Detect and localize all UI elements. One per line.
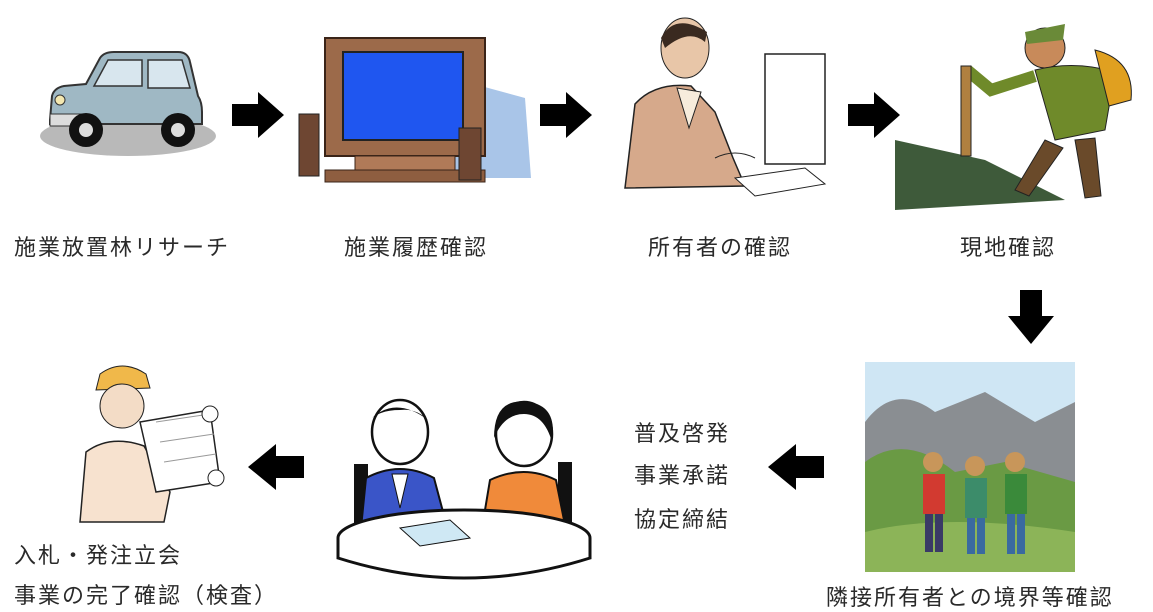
step-label-owner: 所有者の確認 [648, 236, 793, 261]
arrow-down [1008, 290, 1054, 344]
hiker-illustration [895, 10, 1145, 210]
computer-illustration [295, 28, 535, 188]
agreement-line-1: 普及啓発 [634, 422, 731, 447]
arrow-right-2 [540, 92, 592, 138]
meeting-illustration [330, 398, 600, 594]
arrow-left-2 [248, 444, 304, 490]
car-icon [40, 51, 216, 156]
arrow-left-1 [768, 444, 824, 490]
meeting-icon [336, 398, 592, 580]
arrow-right-3 [848, 92, 900, 138]
computer-icon [298, 37, 531, 183]
step-label-site: 現地確認 [960, 236, 1057, 261]
car-illustration [38, 38, 218, 158]
agreement-line-3: 協定締結 [634, 508, 731, 533]
step-label-research: 施業放置林リサーチ [14, 236, 231, 261]
office-worker-illustration [615, 8, 835, 198]
step-label-history: 施業履歴確認 [344, 236, 489, 261]
engineer-illustration [60, 362, 230, 532]
step-label-boundary: 隣接所有者との境界等確認 [826, 586, 1114, 611]
hiker-icon [895, 24, 1132, 210]
bidding-line-2: 事業の完了確認（検査） [14, 584, 279, 609]
bidding-line-1: 入札・発注立会 [14, 544, 183, 569]
hikers-group-icon [865, 362, 1075, 572]
office-worker-icon [624, 17, 827, 197]
hikers-group-illustration [865, 362, 1075, 572]
engineer-icon [79, 365, 225, 523]
agreement-line-2: 事業承諾 [634, 464, 731, 489]
arrow-right-1 [232, 92, 284, 138]
